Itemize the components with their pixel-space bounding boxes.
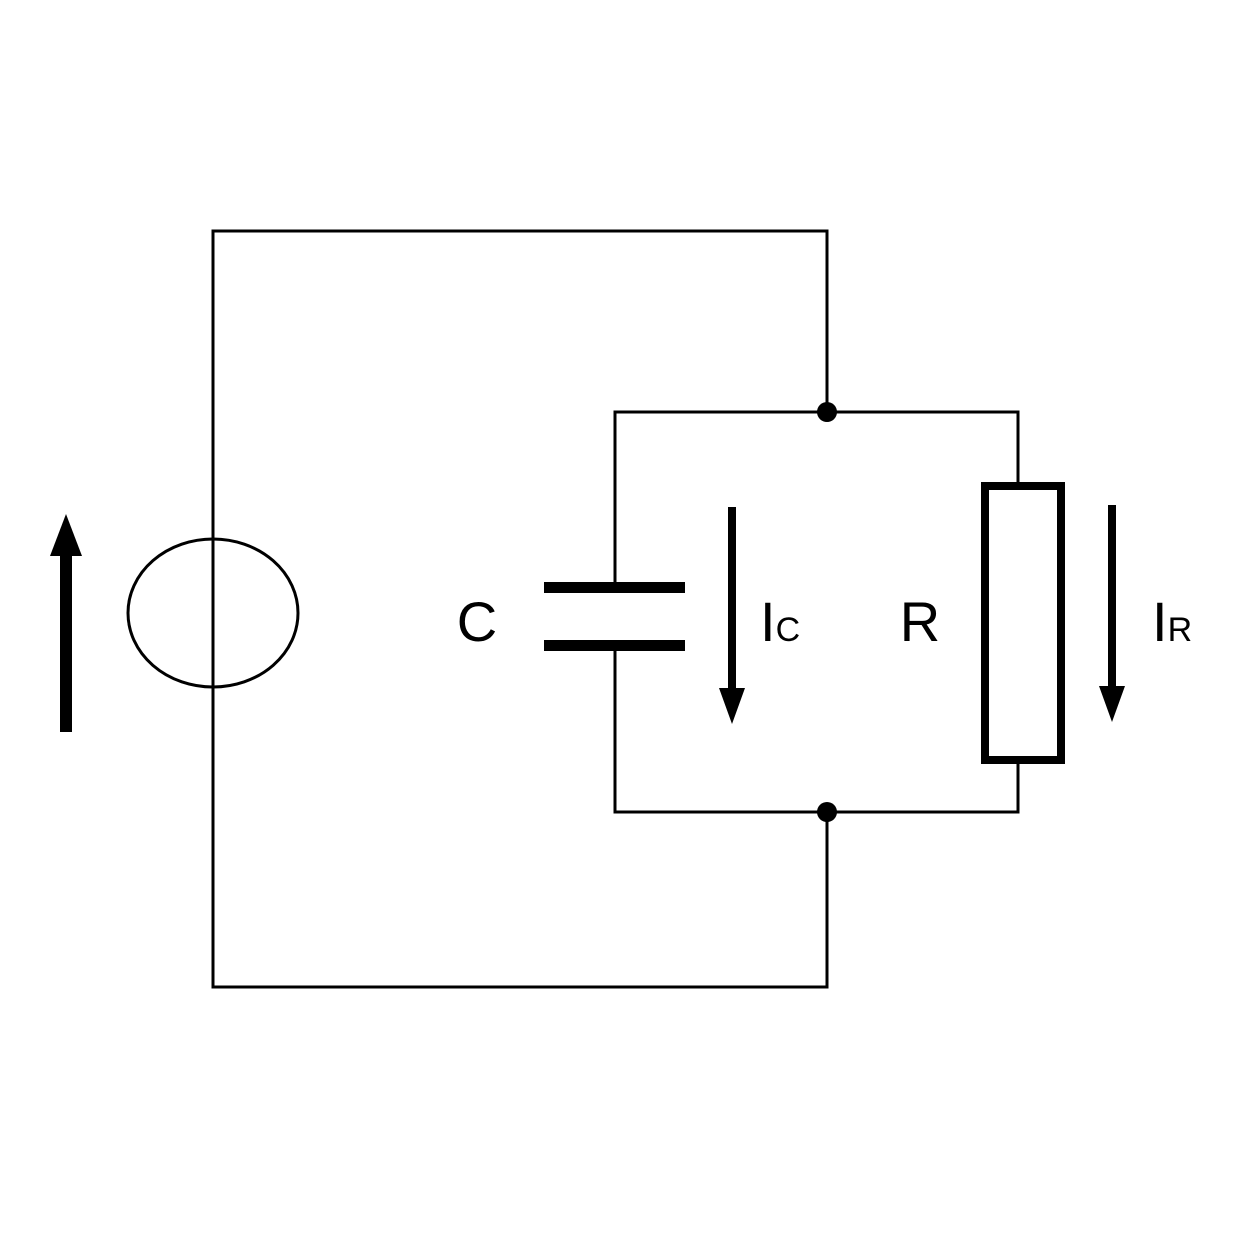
capacitor-plate-top [544, 582, 685, 593]
junction-bottom [817, 802, 837, 822]
source-voltage-arrow-icon [50, 514, 82, 732]
capacitor-current-subscript: C [776, 611, 801, 649]
resistor-current-arrow-icon [1099, 505, 1125, 722]
resistor-current-label: IR [1152, 590, 1192, 653]
junction-top [817, 402, 837, 422]
resistor-current-symbol: I [1152, 590, 1168, 653]
capacitor-plate-bottom [544, 640, 685, 651]
wire-bottom-outer [211, 688, 829, 989]
capacitor-label: C [457, 590, 497, 653]
voltage-source [126, 537, 300, 689]
capacitor-current-symbol: I [760, 590, 776, 653]
parallel-branch-wires [613, 410, 1020, 814]
wire-top-branch [613, 410, 1020, 586]
wire-bottom-branch [613, 648, 1020, 814]
capacitor [544, 582, 685, 651]
resistor-label: R [900, 590, 940, 653]
outer-loop-wires [211, 229, 829, 989]
wire-top-outer [211, 229, 829, 540]
capacitor-current-arrow-icon [719, 507, 745, 724]
resistor-current-subscript: R [1168, 611, 1193, 649]
capacitor-current-label: IC [760, 590, 800, 653]
resistor [981, 482, 1065, 764]
